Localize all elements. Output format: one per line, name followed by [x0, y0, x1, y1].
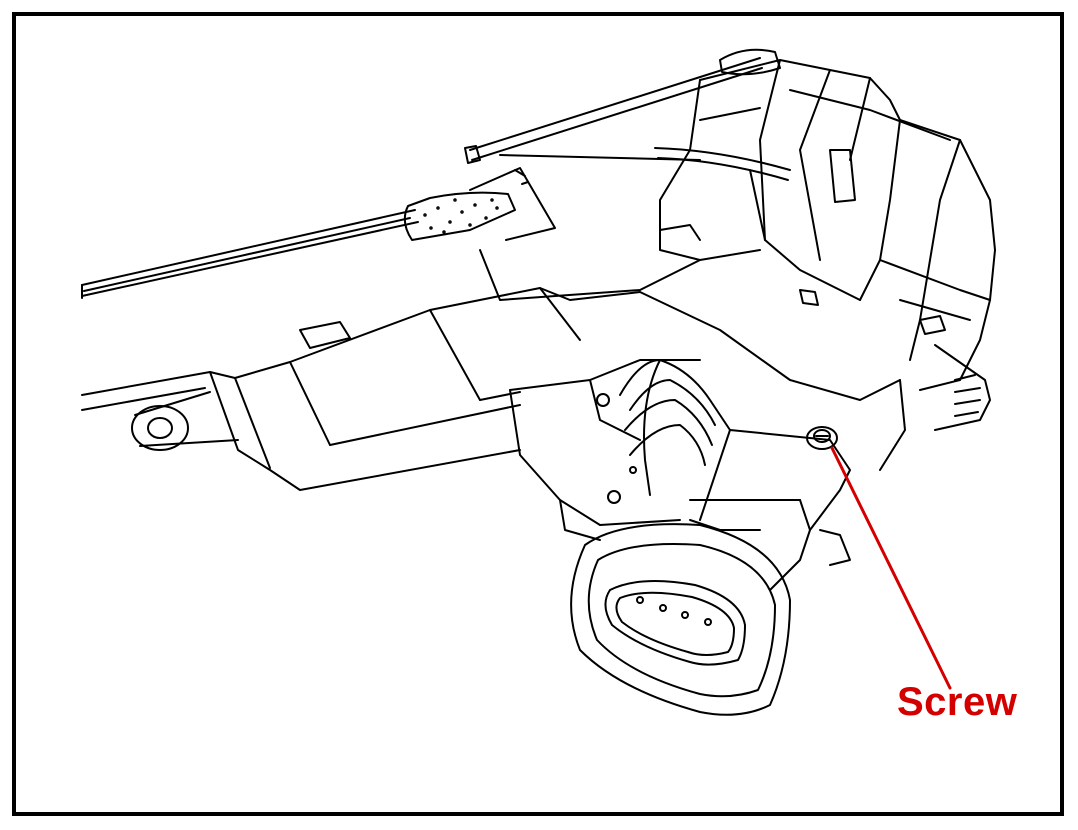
textured-pad [403, 167, 556, 241]
mounting-eye [131, 391, 239, 451]
connector-body [619, 359, 851, 591]
callout-leader-line [830, 446, 952, 690]
screw-icon [806, 426, 838, 450]
figure-frame [12, 12, 1064, 816]
upper-cable [464, 48, 791, 181]
lower-frame-arm [81, 287, 641, 491]
screw-callout-label: Screw [897, 680, 1018, 724]
left-rail-rods [81, 209, 419, 299]
connector-plug-face [570, 523, 791, 716]
actuator-housing [479, 249, 901, 541]
upper-box-assembly [659, 59, 996, 471]
